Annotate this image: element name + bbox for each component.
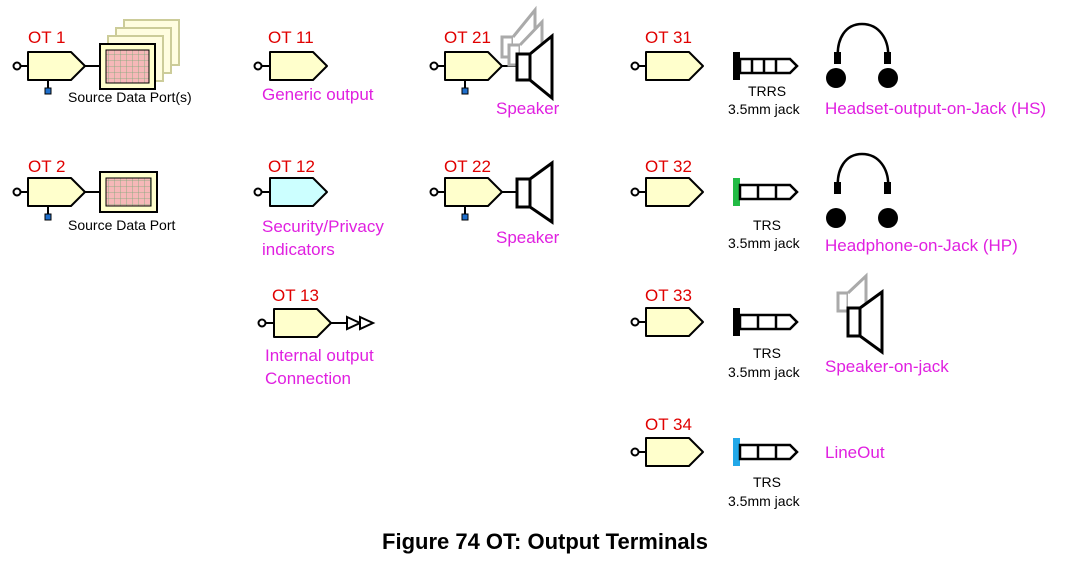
input-pin-icon (257, 318, 267, 328)
ot32-description: Headphone-on-Jack (HP) (825, 236, 1018, 255)
ot31-label: OT 31 (645, 28, 692, 47)
ot34-jack-type: TRS (753, 474, 781, 490)
headset-icon (826, 22, 898, 88)
ot13-description-line1: Internal output (265, 346, 374, 365)
terminal-block-icon (645, 307, 704, 337)
ot33-label: OT 33 (645, 286, 692, 305)
source-data-port-stack-icon (99, 19, 180, 90)
source-data-port-icon (99, 171, 158, 213)
terminal-ot21: OT 21 Speaker (429, 5, 560, 118)
ot2-label: OT 2 (28, 157, 65, 176)
ot22-description: Speaker (496, 228, 560, 247)
speaker-array-icon (500, 5, 554, 102)
ot21-description: Speaker (496, 99, 560, 118)
terminal-block-icon (269, 51, 328, 81)
control-port-icon (461, 87, 469, 95)
ot32-jack-size: 3.5mm jack (728, 235, 801, 251)
trrs-jack-icon (733, 52, 799, 80)
ot22-label: OT 22 (444, 157, 491, 176)
input-pin-icon (12, 61, 22, 71)
terminal-block-icon (27, 177, 86, 207)
terminal-block-icon (269, 177, 328, 207)
terminal-block-icon (444, 177, 503, 207)
terminal-block-icon (444, 51, 503, 81)
ot1-description: Source Data Port(s) (68, 89, 192, 105)
control-port-icon (461, 213, 469, 221)
terminal-block-icon (27, 51, 86, 81)
input-pin-icon (630, 447, 640, 457)
ot32-label: OT 32 (645, 157, 692, 176)
terminal-ot33: OT 33 TRS 3.5mm jack Speaker-on-jack (630, 272, 949, 380)
ot31-description: Headset-output-on-Jack (HS) (825, 99, 1046, 118)
connection-arrows-icon (331, 315, 376, 331)
input-pin-icon (429, 61, 439, 71)
ot34-description: LineOut (825, 443, 885, 462)
input-pin-icon (630, 61, 640, 71)
ot12-label: OT 12 (268, 157, 315, 176)
figure-caption: Figure 74 OT: Output Terminals (382, 529, 708, 554)
input-pin-icon (429, 187, 439, 197)
ot34-jack-size: 3.5mm jack (728, 493, 801, 509)
terminal-block-icon (645, 437, 704, 467)
terminal-ot2: OT 2 Source Data Port (12, 157, 175, 233)
ot21-label: OT 21 (444, 28, 491, 47)
control-port-icon (44, 87, 52, 95)
terminal-ot1: OT 1 Source Data Port(s) (12, 19, 192, 105)
input-pin-icon (253, 187, 263, 197)
ot1-label: OT 1 (28, 28, 65, 47)
ot12-description-line1: Security/Privacy (262, 217, 384, 236)
terminal-block-icon (273, 308, 332, 338)
input-pin-icon (12, 187, 22, 197)
ot31-jack-type: TRRS (748, 83, 786, 99)
ot33-description: Speaker-on-jack (825, 357, 949, 376)
ot34-label: OT 34 (645, 415, 692, 434)
ot12-description-line2: indicators (262, 240, 335, 259)
terminal-ot34: OT 34 TRS 3.5mm jack LineOut (630, 415, 885, 509)
ot31-jack-size: 3.5mm jack (728, 101, 801, 117)
ot13-description-line2: Connection (265, 369, 351, 388)
ot2-description: Source Data Port (68, 217, 175, 233)
trs-jack-icon (733, 178, 799, 206)
input-pin-icon (253, 61, 263, 71)
ot32-jack-type: TRS (753, 217, 781, 233)
ot11-label: OT 11 (268, 28, 314, 47)
ot11-description: Generic output (262, 85, 374, 104)
terminal-block-icon (645, 177, 704, 207)
speaker-icon (515, 160, 554, 225)
ot13-label: OT 13 (272, 286, 319, 305)
terminal-block-icon (645, 51, 704, 81)
terminal-ot22: OT 22 Speaker (429, 157, 560, 247)
ot33-jack-size: 3.5mm jack (728, 364, 801, 380)
terminal-ot13: OT 13 Internal output Connection (257, 286, 376, 388)
speaker-array-icon (836, 272, 884, 355)
terminal-ot32: OT 32 TRS 3.5mm jack Headphone-on-Jack (… (630, 152, 1018, 255)
trs-jack-icon (733, 438, 799, 466)
input-pin-icon (630, 317, 640, 327)
terminal-ot11: OT 11 Generic output (253, 28, 374, 104)
control-port-icon (44, 213, 52, 221)
terminal-ot31: OT 31 TRRS 3.5mm jack Headset-output-on-… (630, 22, 1046, 118)
headphone-icon (826, 152, 898, 228)
trs-jack-icon (733, 308, 799, 336)
input-pin-icon (630, 187, 640, 197)
ot33-jack-type: TRS (753, 345, 781, 361)
terminal-ot12: OT 12 Security/Privacy indicators (253, 157, 384, 259)
